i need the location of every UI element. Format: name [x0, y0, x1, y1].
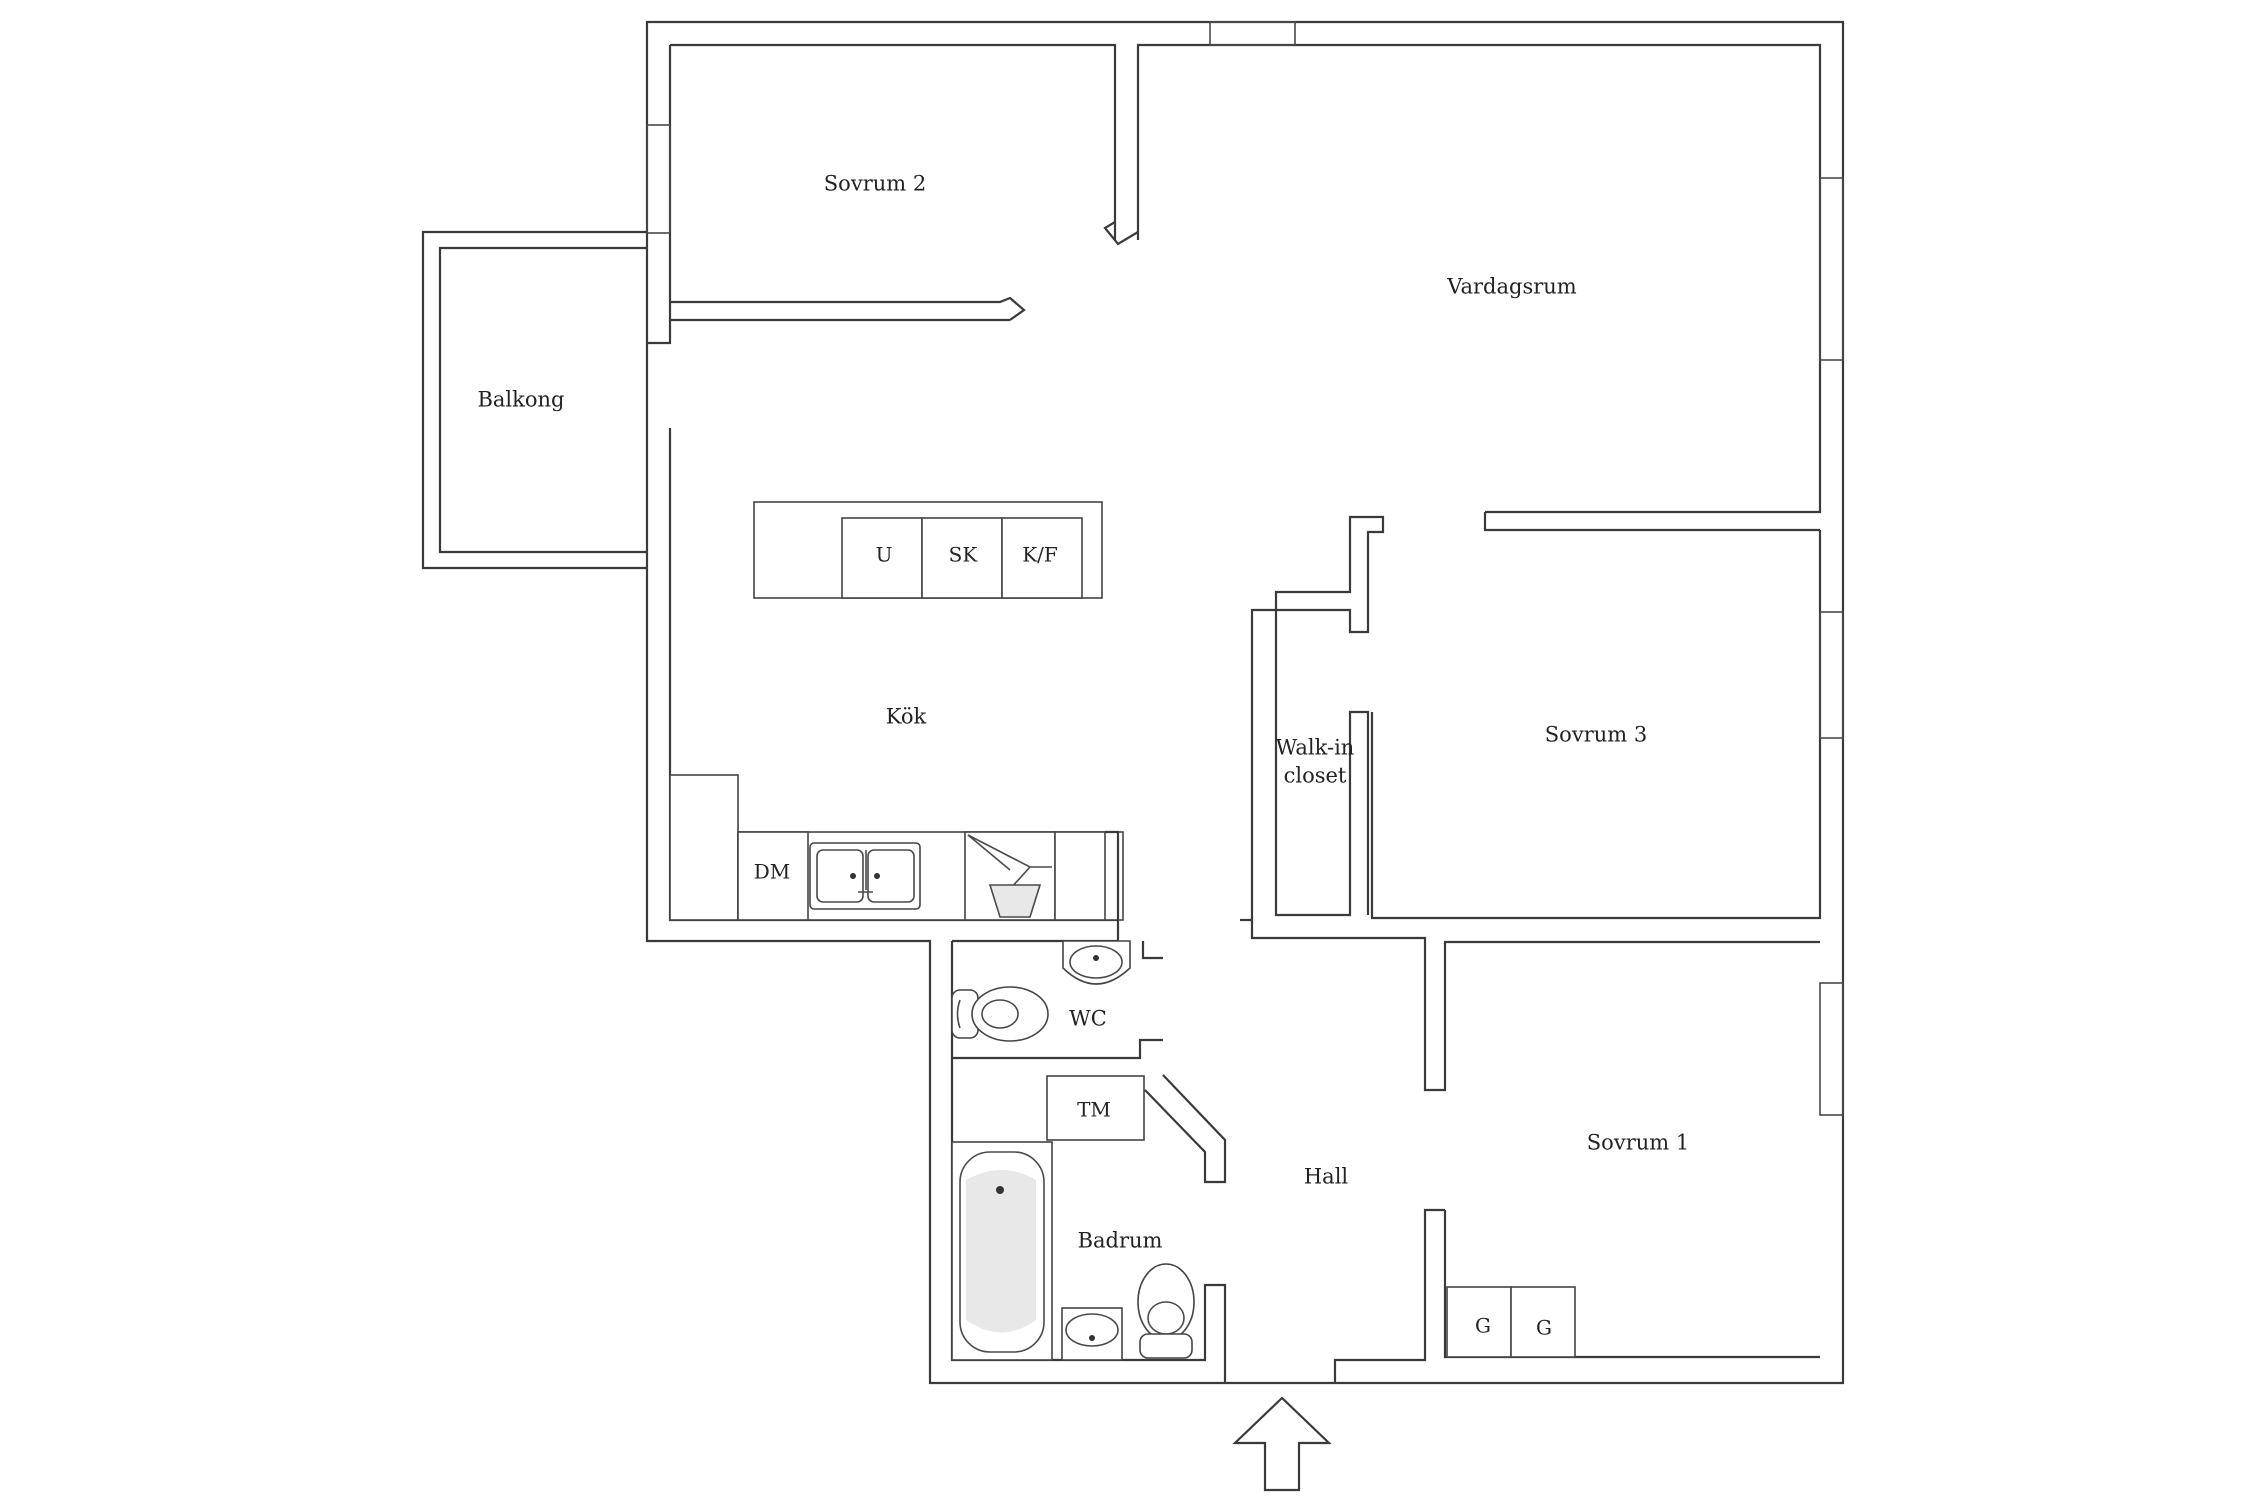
wardrobes: [1446, 1286, 1576, 1358]
label-walkin-line2: closet: [1284, 764, 1347, 788]
label-wc: WC: [1069, 1007, 1107, 1031]
label-dm: DM: [754, 860, 791, 884]
balcony: [421, 230, 647, 570]
label-kf: K/F: [1022, 543, 1058, 567]
label-g1: G: [1475, 1314, 1491, 1338]
label-sovrum3: Sovrum 3: [1545, 723, 1647, 747]
label-u: U: [876, 543, 893, 567]
label-g2: G: [1536, 1316, 1552, 1340]
kitchen-counter: [669, 774, 1124, 921]
label-balkong: Balkong: [477, 388, 564, 412]
walkin-walls: [1250, 512, 1820, 920]
label-walkin-line1: Walk-in: [1276, 736, 1355, 760]
wc-walls: [950, 920, 1163, 1060]
label-sovrum1: Sovrum 1: [1587, 1131, 1689, 1155]
central-walls: [1240, 918, 1820, 1383]
label-sovrum2: Sovrum 2: [824, 172, 926, 196]
badrum-walls: [950, 1058, 1227, 1383]
label-hall: Hall: [1304, 1165, 1349, 1189]
entrance-arrow-icon: [1232, 1396, 1332, 1492]
label-tm: TM: [1077, 1098, 1111, 1122]
windows: [646, 21, 1844, 1116]
sovrum2-walls: [647, 221, 1139, 345]
label-vardagsrum: Vardagsrum: [1446, 275, 1577, 299]
label-kok: Kök: [886, 705, 927, 729]
label-badrum: Badrum: [1078, 1229, 1163, 1253]
kitchen-island: [753, 501, 1103, 599]
label-sk: SK: [949, 543, 979, 567]
outer-walls: [645, 20, 1845, 1385]
